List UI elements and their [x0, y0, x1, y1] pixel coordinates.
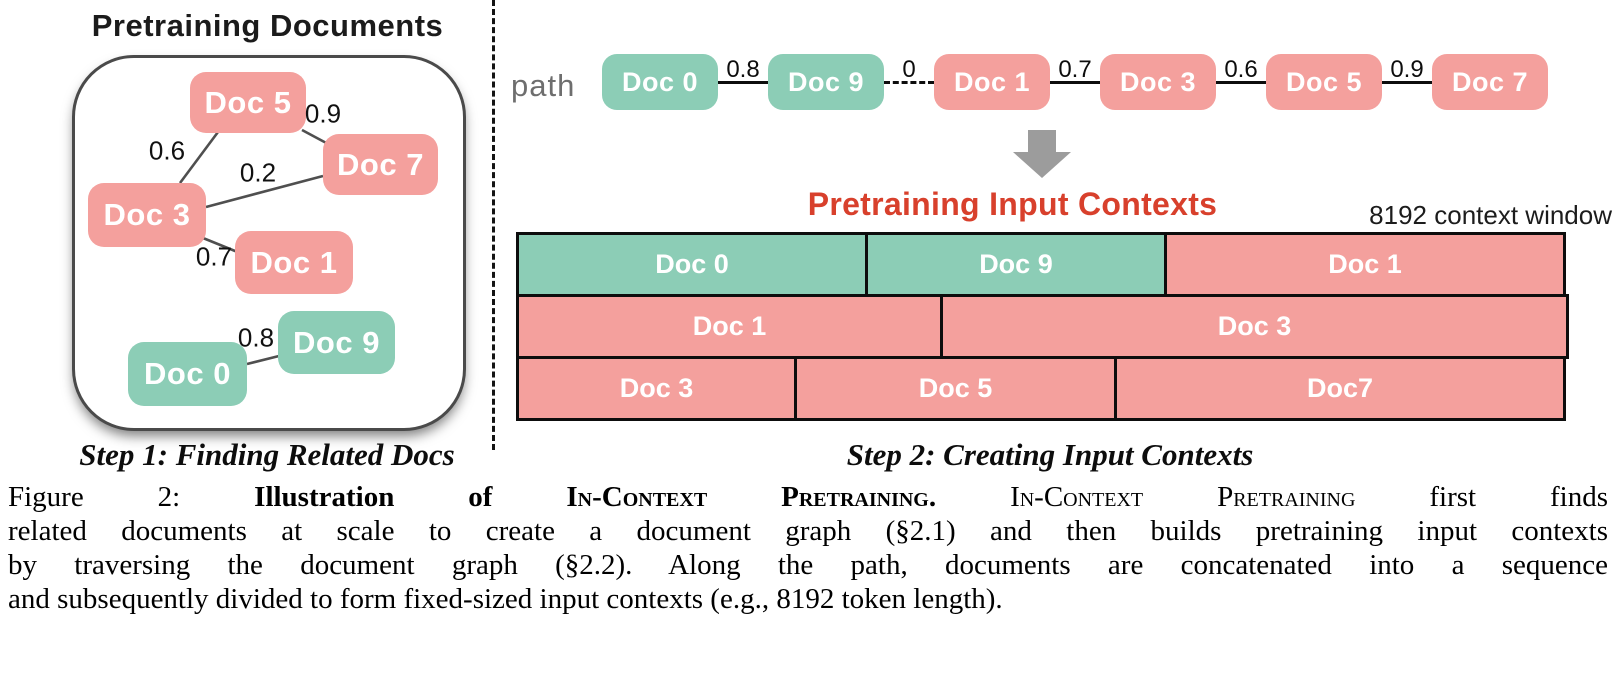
path-weight-label: 0.8	[726, 56, 760, 83]
context-cell-doc-3: Doc 3	[516, 356, 797, 421]
context-cell-doc-3: Doc 3	[940, 294, 1569, 359]
path-link	[884, 81, 934, 84]
path-node-doc-1: Doc 1	[934, 54, 1050, 110]
figure-caption-line: and subsequently divided to form fixed-s…	[8, 582, 1608, 616]
edge-weight-label: 0.7	[195, 241, 233, 272]
path-link	[1382, 81, 1432, 84]
figure-caption-segment: related documents at scale to create a d…	[8, 515, 1608, 547]
path-node-doc-0: Doc 0	[602, 54, 718, 110]
step1-caption: Step 1: Finding Related Docs	[79, 437, 455, 472]
context-cell-doc7: Doc7	[1114, 356, 1566, 421]
graph-node-doc-7: Doc 7	[323, 134, 438, 195]
path-node-doc-3: Doc 3	[1100, 54, 1216, 110]
figure-caption-segment: In-Context Pretraining	[1010, 481, 1356, 513]
figure-caption-segment: and subsequently divided to form fixed-s…	[8, 583, 1003, 615]
graph-node-doc-9: Doc 9	[278, 311, 395, 374]
edge-weight-label: 0.6	[148, 135, 186, 166]
path-label: path	[511, 68, 576, 103]
figure-caption-line: by traversing the document graph (§2.2).…	[8, 548, 1608, 582]
graph-node-doc-3: Doc 3	[88, 183, 206, 247]
figure-caption-line: related documents at scale to create a d…	[8, 514, 1608, 548]
context-cell-doc-5: Doc 5	[794, 356, 1118, 421]
path-link	[718, 81, 768, 84]
down-arrow-icon	[1013, 130, 1071, 178]
step2-caption: Step 2: Creating Input Contexts	[846, 437, 1254, 472]
context-cell-doc-1: Doc 1	[1163, 232, 1566, 297]
figure-caption-segment: by traversing the document graph (§2.2).…	[8, 549, 1608, 581]
edge-weight-label: 0.8	[237, 322, 275, 353]
path-link	[1050, 81, 1100, 84]
context-cell-doc-1: Doc 1	[516, 294, 944, 359]
path-node-doc-5: Doc 5	[1266, 54, 1382, 110]
vertical-dashed-divider	[492, 0, 495, 450]
path-node-doc-7: Doc 7	[1432, 54, 1548, 110]
figure-caption-segment: In-Context Pretraining	[566, 481, 929, 513]
path-weight-label: 0.6	[1224, 56, 1258, 83]
pretraining-documents-title: Pretraining Documents	[91, 8, 444, 43]
context-window-label: 8192 context window	[1369, 200, 1612, 230]
path-link	[1216, 81, 1266, 84]
graph-node-doc-0: Doc 0	[128, 342, 247, 406]
path-weight-label: 0	[902, 56, 916, 83]
pretraining-input-contexts-title: Pretraining Input Contexts	[807, 186, 1218, 222]
figure-caption-line: Figure 2: Illustration of In-Context Pre…	[8, 480, 1608, 514]
edge-weight-label: 0.2	[239, 157, 277, 188]
figure-caption-segment: Illustration of	[254, 481, 567, 513]
graph-node-doc-1: Doc 1	[235, 231, 353, 294]
figure-caption-segment: first finds	[1355, 481, 1609, 513]
path-node-doc-9: Doc 9	[768, 54, 884, 110]
graph-node-doc-5: Doc 5	[190, 72, 306, 133]
path-weight-label: 0.9	[1390, 56, 1424, 83]
context-cell-doc-0: Doc 0	[516, 232, 868, 297]
figure-caption-segment: Figure 2:	[8, 481, 255, 513]
context-cell-doc-9: Doc 9	[864, 232, 1167, 297]
path-weight-label: 0.7	[1058, 56, 1092, 83]
figure-caption: Figure 2: Illustration of In-Context Pre…	[8, 480, 1608, 616]
edge-weight-label: 0.9	[304, 98, 342, 129]
figure-caption-segment: .	[928, 481, 1011, 513]
